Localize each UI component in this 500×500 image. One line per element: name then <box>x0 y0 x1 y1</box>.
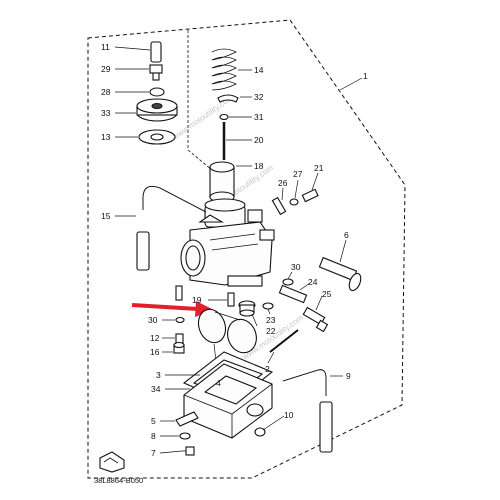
label-6: 6 <box>344 230 349 240</box>
part-4-float <box>197 308 257 354</box>
part-12-needle-valve <box>175 333 184 344</box>
carburetor-body <box>180 198 275 287</box>
part-18-throttle-valve <box>209 161 235 203</box>
label-1: 1 <box>363 71 368 81</box>
label-16: 16 <box>150 347 160 357</box>
label-4: 4 <box>216 378 221 388</box>
label-23: 23 <box>266 315 276 325</box>
part-30-washer-left <box>175 316 185 324</box>
part-15-choke-hose <box>142 185 207 213</box>
part-25-jet <box>302 306 329 333</box>
red-callout-arrow <box>131 301 214 317</box>
label-30-right: 30 <box>291 262 301 272</box>
part-22-emulsion-tube <box>238 300 256 317</box>
part-24-screw <box>278 284 308 304</box>
label-3: 3 <box>156 370 161 380</box>
part-3-float-bowl <box>183 363 273 439</box>
part-23-nut <box>262 302 274 310</box>
label-8: 8 <box>151 431 156 441</box>
part-6-stop-screw <box>318 256 362 292</box>
label-14: 14 <box>254 65 264 75</box>
part-16-seat <box>173 341 185 354</box>
part-2-float-pin <box>269 329 299 353</box>
label-28: 28 <box>101 87 111 97</box>
label-15: 15 <box>101 211 111 221</box>
assembly-outline <box>87 19 406 479</box>
label-34: 34 <box>151 384 161 394</box>
drawing-code: 38L8864-B050 <box>94 476 143 485</box>
part-7-screw <box>182 446 195 456</box>
label-19: 19 <box>192 295 202 305</box>
part-28-nut <box>149 87 165 97</box>
label-7: 7 <box>151 448 156 458</box>
part-27-spring <box>289 198 299 206</box>
part-14-spring <box>211 48 237 91</box>
part-9-overflow-hose <box>282 369 327 396</box>
label-10: 10 <box>284 410 294 420</box>
label-31: 31 <box>254 112 264 122</box>
label-30-left: 30 <box>148 315 158 325</box>
label-27: 27 <box>293 169 303 179</box>
label-24: 24 <box>308 277 318 287</box>
part-19-main-jet <box>227 292 235 307</box>
label-26: 26 <box>278 178 288 188</box>
part-5-plate <box>175 411 199 427</box>
label-21: 21 <box>314 163 324 173</box>
label-9: 9 <box>346 371 351 381</box>
part-32-clip <box>217 94 239 103</box>
label-20: 20 <box>254 135 264 145</box>
label-22: 22 <box>266 326 276 336</box>
label-25: 25 <box>322 289 332 299</box>
part-31-needle-clip <box>219 113 229 121</box>
part-30-spring-right <box>282 278 294 286</box>
part-26-screw <box>271 196 287 216</box>
label-13: 13 <box>101 132 111 142</box>
part-10-drain-screw <box>254 427 266 437</box>
label-29: 29 <box>101 64 111 74</box>
label-33: 33 <box>101 108 111 118</box>
label-2: 2 <box>265 364 270 374</box>
part-11-cap <box>150 41 162 63</box>
label-18: 18 <box>254 161 264 171</box>
part-29-screw <box>149 64 163 74</box>
hand-pointer-icon <box>99 451 125 473</box>
label-11: 11 <box>101 42 110 52</box>
part-8-washer <box>179 432 191 440</box>
label-32: 32 <box>254 92 264 102</box>
label-5: 5 <box>151 416 156 426</box>
label-12: 12 <box>150 333 160 343</box>
part-21-screw <box>301 188 319 203</box>
